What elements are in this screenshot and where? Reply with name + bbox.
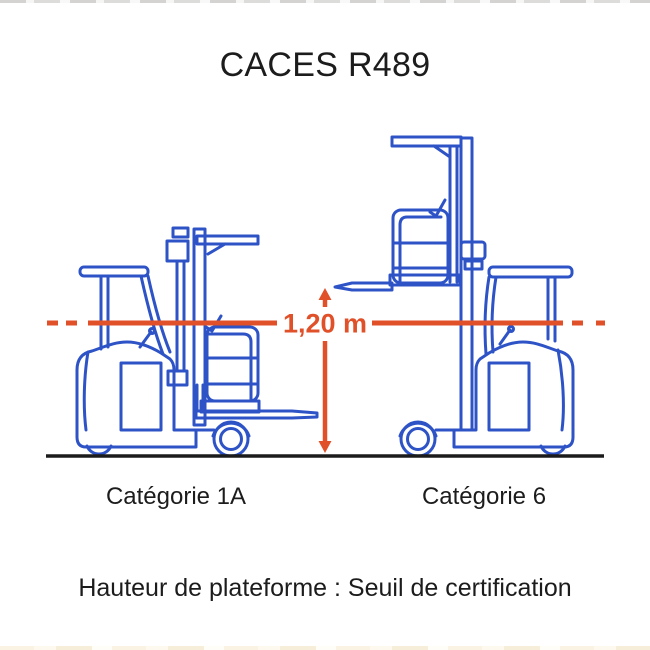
left-truck-overhead-guard	[78, 265, 172, 356]
height-dimension-label: 1,20 m	[282, 308, 368, 339]
right-truck-category-label: Catégorie 6	[421, 483, 547, 510]
left-truck-forks	[194, 383, 319, 420]
left-truck-wheels	[85, 420, 251, 458]
bottom-caption: Hauteur de plateforme : Seuil de certifi…	[78, 574, 572, 602]
left-truck-mast	[165, 226, 260, 427]
right-truck-illustration	[333, 135, 575, 458]
left-truck-load-cage	[199, 314, 261, 414]
right-truck-raised-cage	[388, 198, 462, 287]
left-truck-body	[75, 327, 216, 449]
right-truck-forks	[333, 281, 394, 292]
right-truck-body	[434, 325, 575, 449]
right-truck-wheels	[398, 420, 567, 458]
right-truck-overhead-guard	[483, 265, 574, 356]
cropped-content-bottom-strip	[0, 646, 650, 650]
left-truck-illustration	[75, 226, 319, 458]
left-truck-category-label: Catégorie 1A	[105, 483, 247, 510]
page-title: CACES R489	[219, 46, 431, 84]
cropped-content-top-strip	[0, 0, 650, 3]
height-dimension-arrowheads	[318, 288, 332, 453]
